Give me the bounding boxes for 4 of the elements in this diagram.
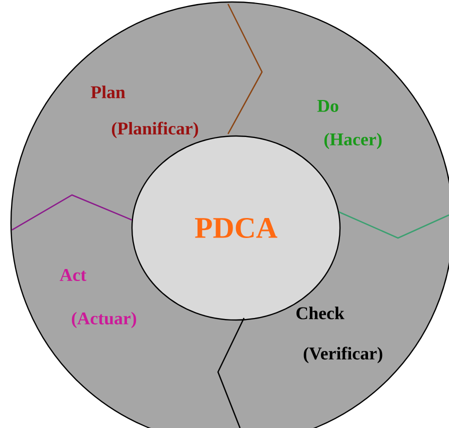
sector-label: Plan bbox=[90, 86, 126, 98]
sector-label: Do bbox=[317, 100, 338, 112]
sector-label: Act bbox=[60, 268, 86, 281]
sector-label: (Verificar) bbox=[304, 346, 382, 364]
